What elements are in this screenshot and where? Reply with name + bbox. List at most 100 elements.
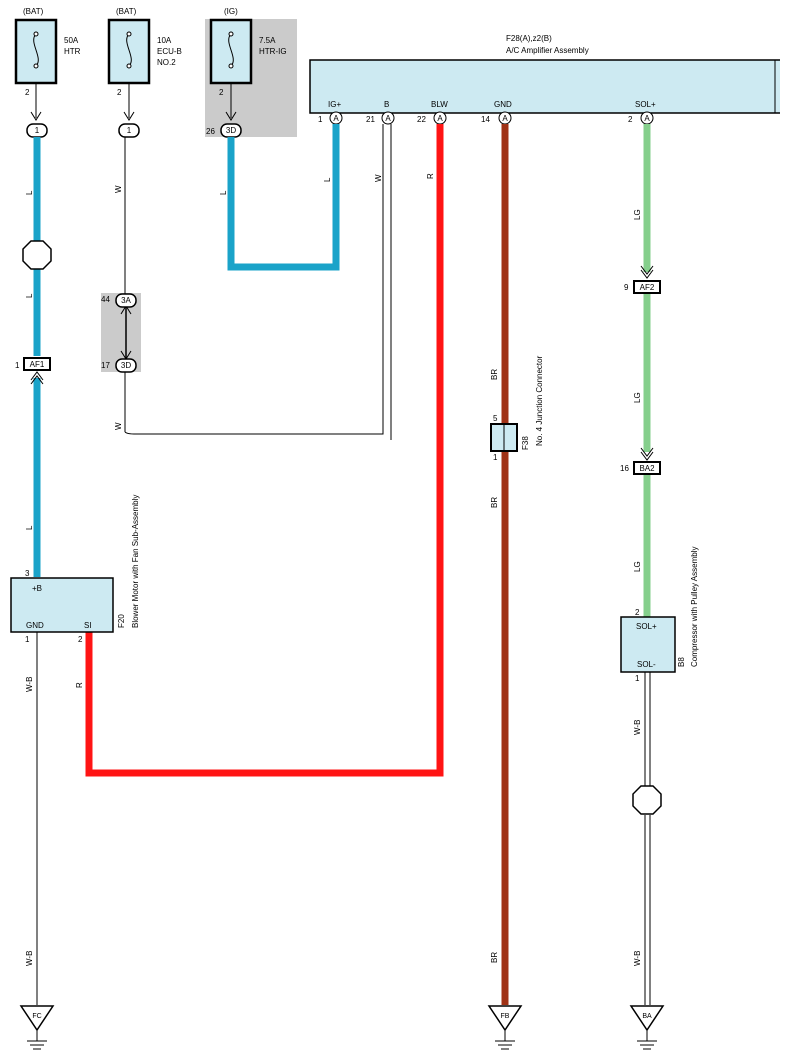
svg-text:2: 2 [635,608,640,617]
amp-terminal-b: B 21 A [366,100,395,125]
svg-text:SOL+: SOL+ [636,622,657,631]
f38-name: No. 4 Junction Connector [535,355,544,446]
svg-text:A: A [437,114,443,123]
blower-motor: 3 +B GND SI 1 2 F20 Blower Motor with Fa… [10,495,140,644]
wire-r-blw [85,124,444,777]
wire-w-ecub [124,124,392,440]
svg-text:IG+: IG+ [328,100,341,109]
wire-l-htrig [227,124,340,271]
svg-text:R: R [426,173,435,179]
svg-text:SI: SI [84,621,92,630]
junction-3d: 17 3D [101,358,137,373]
connector-af2: 9 AF2 [624,265,661,294]
svg-text:BLW: BLW [431,100,448,109]
svg-text:BR: BR [490,952,499,963]
fuse-htr-rating: 50A [64,36,79,45]
connector-af1: 1 AF1 [15,357,51,385]
svg-text:W-B: W-B [25,951,34,966]
svg-text:LG: LG [633,561,642,572]
svg-text:LG: LG [633,209,642,220]
connector-htr-1: 1 [26,123,48,138]
svg-text:L: L [25,190,34,195]
svg-text:L: L [25,293,34,298]
fuse-htrig-pin: 2 [219,88,224,97]
svg-text:SOL-: SOL- [637,660,656,669]
connector-ba2: 16 BA2 [620,447,661,475]
svg-text:GND: GND [494,100,512,109]
svg-text:BR: BR [490,497,499,508]
svg-text:AF1: AF1 [30,360,45,369]
svg-text:A: A [502,114,508,123]
svg-text:3A: 3A [121,296,131,305]
svg-text:L: L [323,177,332,182]
svg-text:5: 5 [493,414,498,423]
svg-text:22: 22 [417,115,426,124]
amplifier-name: A/C Amplifier Assembly [506,46,589,55]
compressor-id: B8 [677,657,686,667]
svg-text:BA: BA [642,1013,652,1020]
svg-text:AF2: AF2 [640,283,655,292]
fuse-ecu-b: (BAT) 10A ECU-B NO.2 2 [107,7,182,97]
svg-text:A: A [644,114,650,123]
splice-right [632,785,662,815]
svg-text:+B: +B [32,584,42,593]
svg-text:SOL+: SOL+ [635,100,656,109]
svg-text:BA2: BA2 [639,464,655,473]
fuse-htrig-pin-out: 26 [206,127,215,136]
svg-text:1: 1 [35,126,40,135]
blower-name: Blower Motor with Fan Sub-Assembly [131,495,140,628]
svg-text:2: 2 [628,115,633,124]
blower-id: F20 [117,614,126,628]
svg-text:3D: 3D [226,126,236,135]
svg-text:3D: 3D [121,361,131,370]
svg-text:W-B: W-B [25,677,34,692]
svg-text:17: 17 [101,361,110,370]
svg-text:1: 1 [15,361,20,370]
svg-text:FC: FC [32,1013,41,1020]
svg-text:W: W [114,185,123,193]
svg-text:R: R [75,682,84,688]
splice-left [22,240,52,270]
svg-text:BR: BR [490,369,499,380]
amplifier-id: F28(A),z2(B) [506,34,552,43]
f38-id: F38 [521,436,530,450]
svg-text:B: B [384,100,389,109]
ac-amplifier: F28(A),z2(B) A/C Amplifier Assembly [309,34,780,114]
svg-text:A: A [385,114,391,123]
fuse-htrig-name: HTR-IG [259,47,287,56]
svg-text:1: 1 [493,453,498,462]
fuse-htrig-rating: 7.5A [259,36,276,45]
fuse-htr-source: (BAT) [23,7,44,16]
svg-text:FB: FB [501,1013,510,1020]
junction-connector-f38: 5 1 F38 No. 4 Junction Connector [490,355,544,462]
fuse-ecub-name: ECU-B [157,47,182,56]
svg-text:1: 1 [635,674,640,683]
amp-terminal-ig: IG+ 1 A [318,100,343,125]
fuse-ecub-pin: 2 [117,88,122,97]
svg-text:21: 21 [366,115,375,124]
compressor: 2 SOL+ SOL- 1 B8 Compressor with Pulley … [620,547,699,683]
svg-text:1: 1 [25,635,30,644]
svg-text:LG: LG [633,392,642,403]
fuse-htr: (BAT) 50A HTR 2 [14,7,81,97]
fuse-htr-pin: 2 [25,88,30,97]
junction-3a: 44 3A [101,293,137,308]
wire-color-labels: L L L L L W W W R R BR BR BR LG LG LG W-… [25,173,642,966]
svg-text:1: 1 [318,115,323,124]
fuse-ecub-name2: NO.2 [157,58,176,67]
fuse-htrig-source: (IG) [224,7,238,16]
svg-text:1: 1 [127,126,132,135]
connector-ecub-1: 1 [118,123,140,138]
ground-ba: BA [629,1005,665,1050]
svg-text:2: 2 [78,635,83,644]
svg-text:GND: GND [26,621,44,630]
fuse-ecub-source: (BAT) [116,7,137,16]
wire-wb-ba [644,672,651,1005]
svg-text:W-B: W-B [633,951,642,966]
ground-fc: FC [19,1005,55,1050]
svg-text:L: L [219,190,228,195]
compressor-name: Compressor with Pulley Assembly [690,547,699,667]
svg-text:16: 16 [620,464,629,473]
fuse-htr-name: HTR [64,47,81,56]
fuse-ecub-rating: 10A [157,36,172,45]
